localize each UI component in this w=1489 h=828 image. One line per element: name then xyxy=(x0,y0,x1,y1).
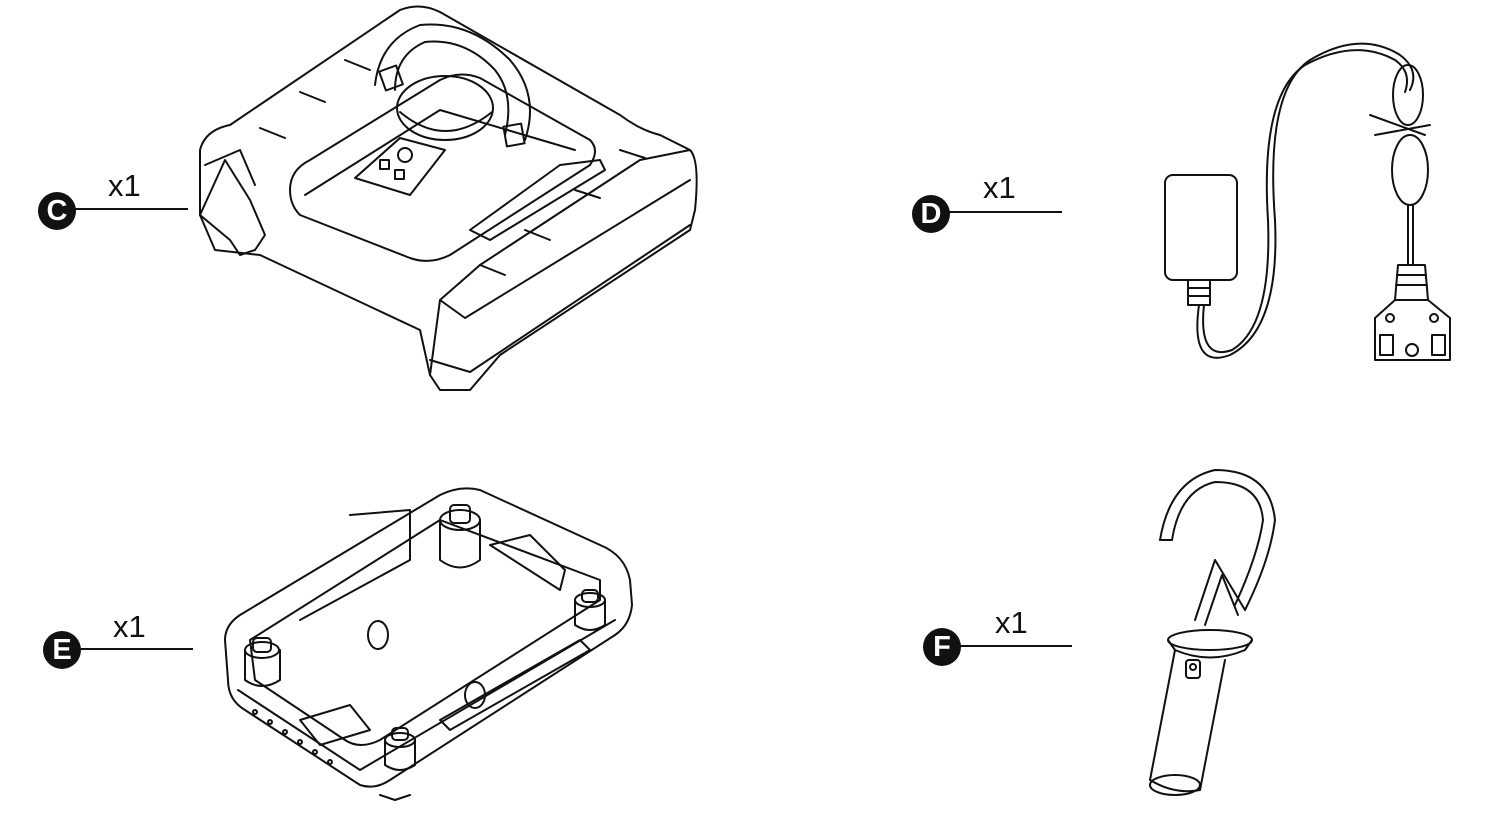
power-supply-icon xyxy=(1164,42,1451,361)
item-label-badge: D xyxy=(912,195,950,233)
leader-line xyxy=(75,648,193,650)
item-quantity: x1 xyxy=(983,170,1016,205)
leader-line xyxy=(955,645,1072,647)
item-quantity: x1 xyxy=(995,605,1028,640)
item-quantity: x1 xyxy=(108,168,141,203)
pool-robot-icon xyxy=(199,5,698,391)
cleaning-hook-icon xyxy=(1149,469,1276,796)
caddy-base-icon xyxy=(224,487,633,801)
item-label-badge: F xyxy=(923,628,961,666)
item-label-badge: E xyxy=(43,631,81,669)
item-label-badge: C xyxy=(38,192,76,230)
leader-line xyxy=(70,208,188,210)
leader-line xyxy=(945,211,1062,213)
item-quantity: x1 xyxy=(113,609,146,644)
